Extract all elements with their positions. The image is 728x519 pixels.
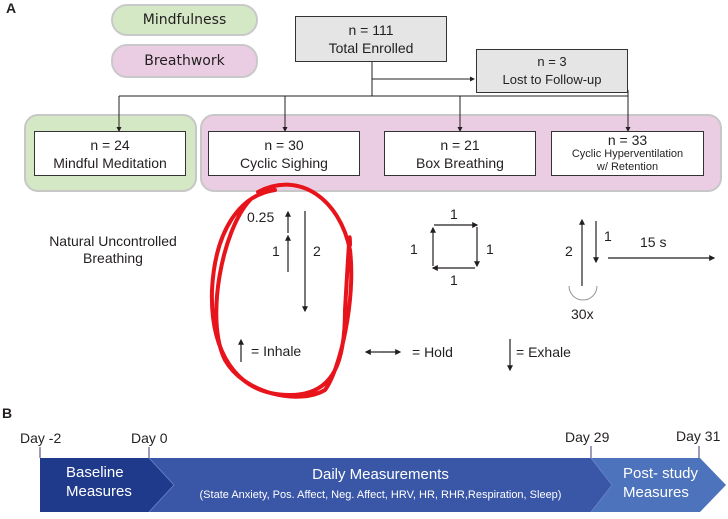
- natural-breathing-line2: Breathing: [83, 250, 143, 266]
- total-enrolled-box: n = 111 Total Enrolled: [295, 16, 447, 62]
- enrolled-n: n = 111: [348, 22, 394, 38]
- day-label-minus-2: Day -2: [20, 430, 62, 446]
- lost-n: n = 3: [537, 54, 567, 69]
- group-n: n = 21: [440, 136, 480, 153]
- group-box-cyclic-sighing: n = 30 Cyclic Sighing: [208, 131, 360, 176]
- cs-label-1: 1: [272, 243, 280, 259]
- key-exhale-label: = Exhale: [516, 344, 571, 360]
- legend-breathwork: Breathwork: [111, 44, 258, 78]
- box-label-left: 1: [410, 241, 418, 257]
- cs-label-0-25: 0.25: [247, 209, 275, 225]
- key-inhale-label: = Inhale: [251, 343, 302, 359]
- hv-label-2: 2: [565, 243, 573, 259]
- daily-line2: (State Anxiety, Pos. Affect, Neg. Affect…: [199, 489, 562, 501]
- baseline-line2: Measures: [66, 483, 132, 500]
- group-label: Box Breathing: [416, 154, 504, 171]
- enrolled-label: Total Enrolled: [328, 40, 414, 56]
- group-label-2: w/ Retention: [596, 161, 659, 173]
- phase-baseline: [40, 458, 174, 512]
- key-hold-label: = Hold: [412, 344, 453, 360]
- panel-b-label: B: [2, 405, 13, 421]
- lost-label: Lost to Follow-up: [502, 72, 602, 87]
- natural-breathing-line1: Natural Uncontrolled: [49, 233, 177, 249]
- hv-label-1: 1: [604, 228, 612, 244]
- day-label-29: Day 29: [565, 429, 610, 445]
- group-n: n = 33: [607, 132, 648, 148]
- phase-post-study: [591, 458, 726, 512]
- hv-repeat-loop: [568, 285, 598, 301]
- box-label-bottom: 1: [450, 272, 458, 288]
- hv-label-15s: 15 s: [640, 234, 667, 250]
- group-n: n = 30: [264, 136, 304, 153]
- post-study-line1: Post- study: [623, 465, 699, 482]
- lost-to-follow-up-box: n = 3 Lost to Follow-up: [476, 49, 628, 93]
- group-label: Mindful Meditation: [53, 154, 167, 171]
- panel-a-label: A: [6, 0, 17, 16]
- group-box-cyclic-hyperventilation: n = 33 Cyclic Hyperventilation w/ Retent…: [551, 131, 704, 176]
- group-n: n = 24: [90, 136, 130, 153]
- group-box-mindful-meditation: n = 24 Mindful Meditation: [34, 131, 186, 176]
- group-box-box-breathing: n = 21 Box Breathing: [384, 131, 536, 176]
- group-label: Cyclic Hyperventilation: [571, 148, 684, 160]
- cs-label-2: 2: [313, 243, 321, 259]
- daily-line1: Daily Measurements: [312, 466, 449, 483]
- box-label-right: 1: [486, 241, 494, 257]
- day-label-31: Day 31: [676, 428, 721, 444]
- hv-label-30x: 30x: [571, 306, 594, 322]
- group-label: Cyclic Sighing: [240, 154, 328, 171]
- baseline-line1: Baseline: [66, 464, 124, 481]
- post-study-line2: Measures: [623, 484, 689, 501]
- legend-mindfulness: Mindfulness: [111, 4, 258, 36]
- box-label-top: 1: [450, 206, 458, 222]
- phase-daily: [149, 458, 612, 512]
- day-label-0: Day 0: [131, 430, 168, 446]
